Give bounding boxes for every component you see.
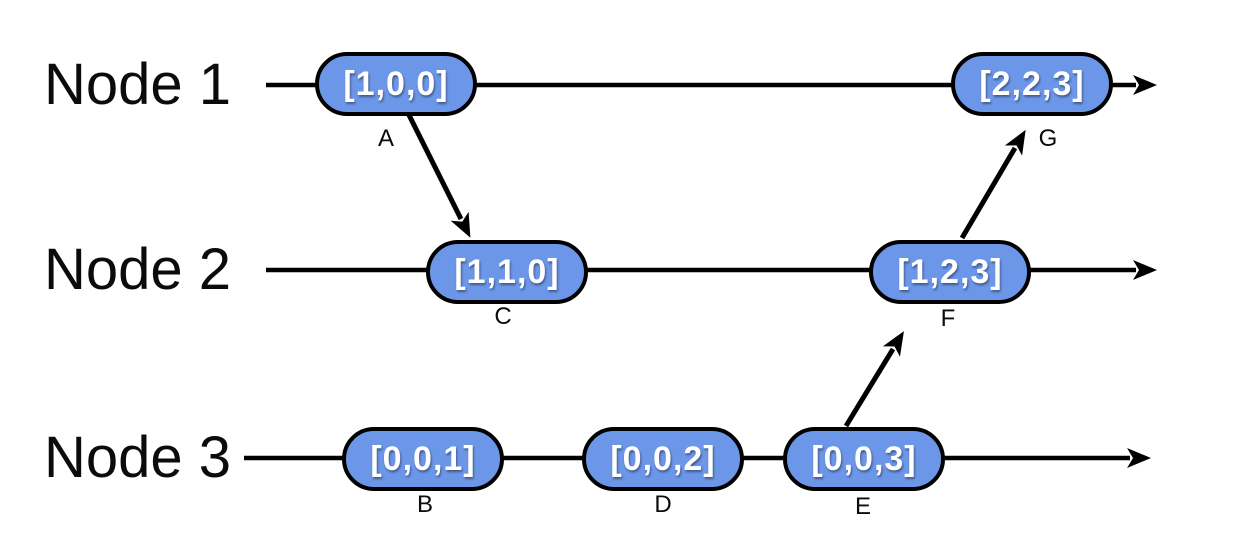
- event-pill-f: [1,2,3]: [869, 240, 1031, 304]
- message-arrow-a-to-c: [404, 109, 471, 238]
- event-label-a: A: [377, 125, 394, 152]
- event-pill-a: [1,0,0]: [315, 52, 477, 116]
- event-label-c: C: [494, 303, 512, 330]
- message-arrow-e-to-f: [843, 331, 904, 428]
- event-pill-e: [0,0,3]: [783, 427, 945, 491]
- node3-label: Node 3: [44, 425, 232, 490]
- node2-label: Node 2: [44, 237, 232, 302]
- event-pill-c: [1,1,0]: [426, 240, 588, 304]
- event-label-f: F: [940, 305, 956, 332]
- event-label-g: G: [1038, 125, 1058, 152]
- node1-label: Node 1: [44, 52, 232, 117]
- message-arrow-f-to-g: [959, 129, 1026, 240]
- event-pill-d: [0,0,2]: [582, 427, 744, 491]
- event-label-d: D: [654, 491, 672, 518]
- event-label-e: E: [854, 493, 871, 520]
- event-pill-g: [2,2,3]: [951, 52, 1113, 116]
- event-label-b: B: [416, 491, 433, 518]
- event-pill-b: [0,0,1]: [342, 427, 504, 491]
